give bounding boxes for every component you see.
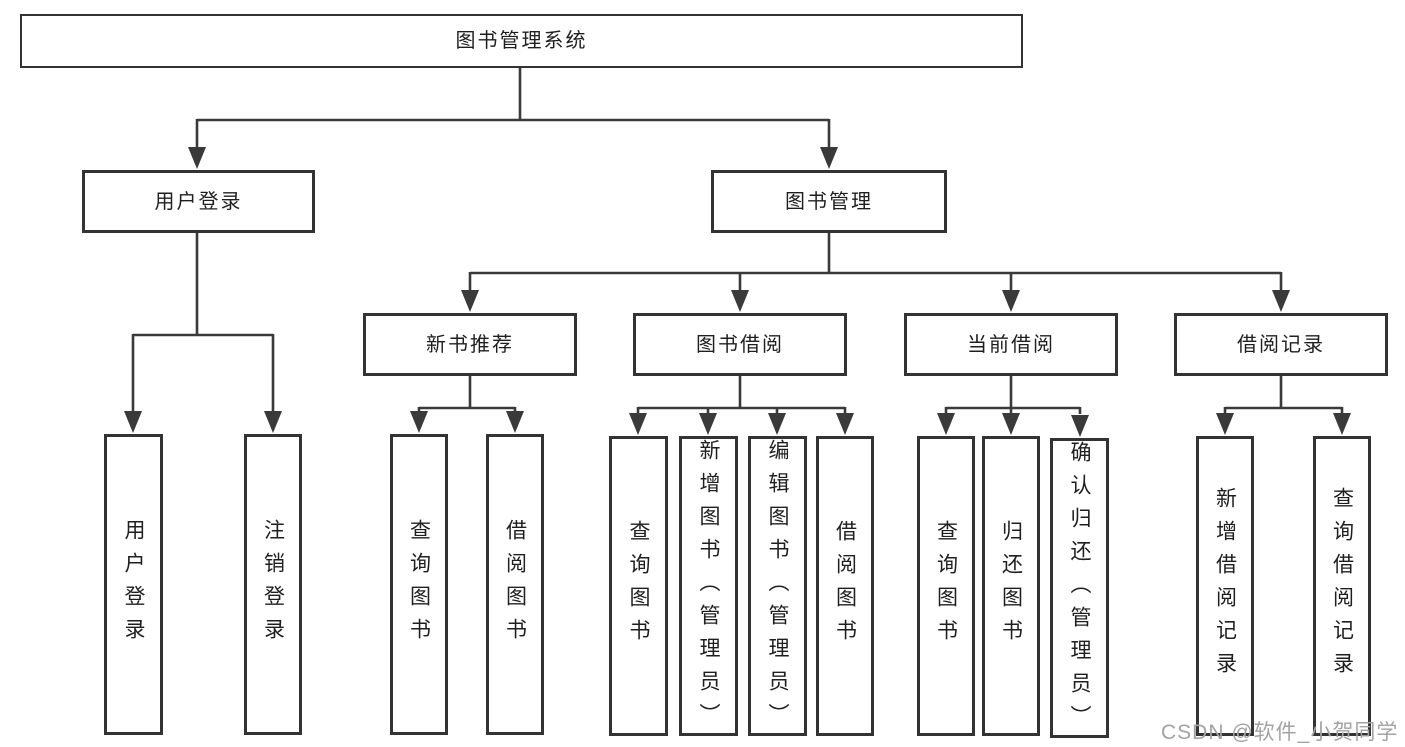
leaf-query-borrow-record: 查询借阅记录 — [1313, 436, 1371, 736]
leaf-logout: 注销登录 — [244, 434, 302, 735]
node-user-login: 用户登录 — [82, 170, 315, 233]
leaf-query-books-recommend: 查询图书 — [390, 434, 448, 735]
node-book-management: 图书管理 — [711, 170, 947, 233]
leaf-query-books-current: 查询图书 — [917, 436, 975, 736]
leaf-add-books-admin: 新增图书（管理员） — [679, 436, 738, 736]
leaf-borrow-books-recommend: 借阅图书 — [486, 434, 544, 735]
csdn-watermark: CSDN @软件_小贺同学 — [1161, 721, 1399, 744]
node-book-borrow: 图书借阅 — [633, 313, 847, 376]
leaf-query-books-borrow: 查询图书 — [609, 436, 668, 736]
leaf-borrow-books: 借阅图书 — [816, 436, 874, 736]
node-library-management-system: 图书管理系统 — [20, 14, 1023, 68]
leaf-edit-books-admin: 编辑图书（管理员） — [748, 436, 807, 736]
leaf-add-borrow-record: 新增借阅记录 — [1196, 436, 1254, 736]
leaf-return-books: 归还图书 — [982, 436, 1040, 736]
node-new-book-recommend: 新书推荐 — [363, 313, 577, 376]
node-current-borrow: 当前借阅 — [904, 313, 1118, 376]
leaf-user-login: 用户登录 — [104, 434, 163, 735]
leaf-confirm-return-admin: 确认归还（管理员） — [1050, 438, 1109, 738]
node-borrow-records: 借阅记录 — [1174, 313, 1388, 376]
